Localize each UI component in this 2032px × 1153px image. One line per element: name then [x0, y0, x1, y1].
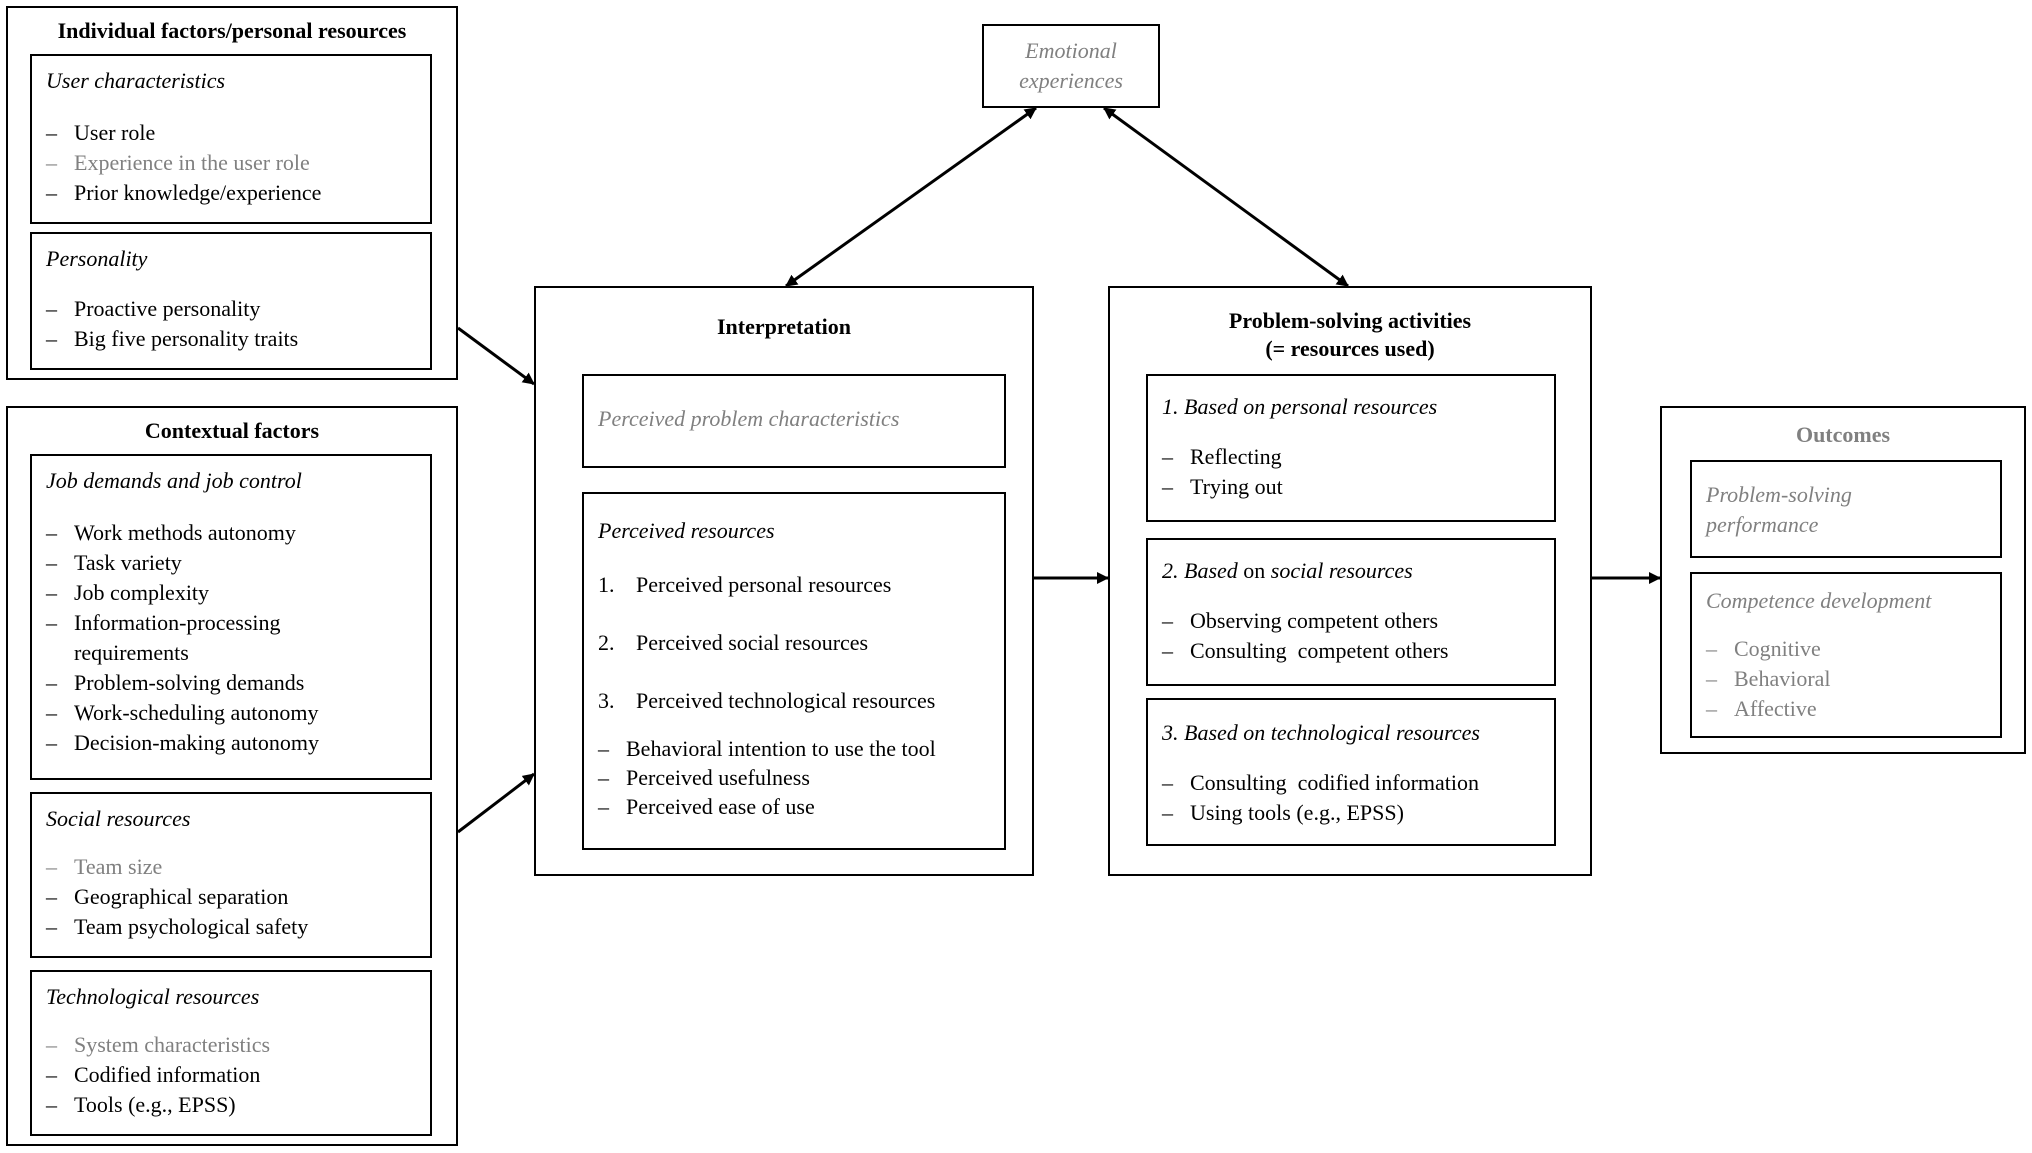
list-item: Experience in the user role [46, 148, 321, 178]
social-resources-list: Team size Geographical separation Team p… [46, 852, 308, 942]
job-demands-box: Job demands and job control Work methods… [30, 454, 432, 780]
list-item: Job complexity [46, 578, 336, 608]
numbered-item: 2.Perceived social resources [598, 630, 869, 655]
list-item: Codified information [46, 1060, 270, 1090]
emotional-experiences-line2: experiences [1019, 68, 1123, 93]
numbered-item: 3.Perceived technological resources [598, 688, 936, 713]
technological-activities-heading: 3. Based on technological resources [1162, 720, 1480, 745]
emotional-experiences-box: Emotional experiences [982, 24, 1160, 108]
contextual-factors-box: Contextual factors Job demands and job c… [6, 406, 458, 1146]
user-characteristics-box: User characteristics User role Experienc… [30, 54, 432, 224]
interpretation-title: Interpretation [716, 314, 852, 339]
technological-resources-heading: Technological resources [46, 984, 260, 1009]
list-item: Decision-making autonomy [46, 728, 336, 758]
job-demands-list: Work methods autonomy Task variety Job c… [46, 518, 336, 758]
list-item: Observing competent others [1162, 606, 1448, 636]
problem-solving-title: Problem-solving activities [1228, 308, 1472, 333]
social-activities-heading: 2. Based on social resources [1162, 558, 1413, 583]
technological-activities-list: Consulting codified information Using to… [1162, 768, 1479, 828]
list-item: Big five personality traits [46, 324, 298, 354]
interpretation-box: Interpretation Perceived problem charact… [534, 286, 1034, 876]
list-item: Reflecting [1162, 442, 1283, 472]
list-item: Team psychological safety [46, 912, 308, 942]
list-item: Problem-solving demands [46, 668, 336, 698]
list-item: Task variety [46, 548, 336, 578]
social-resources-box: Social resources Team size Geographical … [30, 792, 432, 958]
problem-solving-box: Problem-solving activities (= resources … [1108, 286, 1592, 876]
outcomes-box: Outcomes Problem-solving performance Com… [1660, 406, 2026, 754]
list-item: Consulting competent others [1162, 636, 1448, 666]
personal-activities-box: 1. Based on personal resources Reflectin… [1146, 374, 1556, 522]
technological-resources-box: Technological resources System character… [30, 970, 432, 1136]
arrow-contextual-to-interpretation [457, 772, 535, 834]
list-item: Behavioral intention to use the tool [598, 734, 936, 763]
social-activities-box: 2. Based on social resources Observing c… [1146, 538, 1556, 686]
perceived-problem-box: Perceived problem characteristics [582, 374, 1006, 468]
problem-solving-subtitle: (= resources used) [1265, 336, 1435, 361]
perceived-resources-numbered: 1.Perceived personal resources 2.Perceiv… [598, 572, 935, 714]
performance-line2: performance [1706, 512, 1819, 537]
arrow-emotional-problem-solving [1103, 106, 1349, 288]
list-item: System characteristics [46, 1030, 270, 1060]
performance-line1: Problem-solving [1706, 482, 1852, 507]
individual-factors-title: Individual factors/personal resources [57, 18, 407, 43]
list-item: Cognitive [1706, 634, 1831, 664]
list-item: Perceived ease of use [598, 792, 936, 821]
technological-activities-box: 3. Based on technological resources Cons… [1146, 698, 1556, 846]
technological-resources-list: System characteristics Codified informat… [46, 1030, 270, 1120]
list-item: User role [46, 118, 321, 148]
perceived-resources-box: Perceived resources 1.Perceived personal… [582, 492, 1006, 850]
arrow-emotional-interpretation [785, 106, 1037, 288]
list-item: Team size [46, 852, 308, 882]
individual-factors-box: Individual factors/personal resources Us… [6, 6, 458, 380]
list-item: Proactive personality [46, 294, 298, 324]
competence-development-heading: Competence development [1706, 588, 1932, 613]
personal-activities-heading: 1. Based on personal resources [1162, 394, 1438, 419]
job-demands-heading: Job demands and job control [46, 468, 302, 493]
list-item: Trying out [1162, 472, 1283, 502]
problem-solving-performance-box: Problem-solving performance [1690, 460, 2002, 558]
user-characteristics-list: User role Experience in the user role Pr… [46, 118, 321, 208]
outcomes-title: Outcomes [1795, 422, 1891, 447]
list-item: Prior knowledge/experience [46, 178, 321, 208]
list-item: Using tools (e.g., EPSS) [1162, 798, 1479, 828]
numbered-item: 1.Perceived personal resources [598, 572, 892, 597]
personality-list: Proactive personality Big five personali… [46, 294, 298, 354]
list-item: Affective [1706, 694, 1831, 724]
personality-heading: Personality [46, 246, 148, 271]
social-resources-heading: Social resources [46, 806, 191, 831]
social-activities-list: Observing competent others Consulting co… [1162, 606, 1448, 666]
perceived-resources-heading: Perceived resources [598, 518, 775, 543]
arrow-individual-to-interpretation [457, 326, 535, 386]
competence-development-box: Competence development Cognitive Behavio… [1690, 572, 2002, 738]
list-item: Information-processing requirements [46, 608, 336, 668]
list-item: Geographical separation [46, 882, 308, 912]
contextual-factors-title: Contextual factors [144, 418, 320, 443]
list-item: Behavioral [1706, 664, 1831, 694]
list-item: Perceived usefulness [598, 763, 936, 792]
personality-box: Personality Proactive personality Big fi… [30, 232, 432, 370]
list-item: Consulting codified information [1162, 768, 1479, 798]
perceived-problem-label: Perceived problem characteristics [598, 406, 900, 431]
perceived-resources-list: Behavioral intention to use the tool Per… [598, 734, 936, 821]
user-characteristics-heading: User characteristics [46, 68, 226, 93]
list-item: Work methods autonomy [46, 518, 336, 548]
personal-activities-list: Reflecting Trying out [1162, 442, 1283, 502]
competence-development-list: Cognitive Behavioral Affective [1706, 634, 1831, 724]
emotional-experiences-line1: Emotional [1025, 38, 1117, 63]
list-item: Work-scheduling autonomy [46, 698, 336, 728]
list-item: Tools (e.g., EPSS) [46, 1090, 270, 1120]
